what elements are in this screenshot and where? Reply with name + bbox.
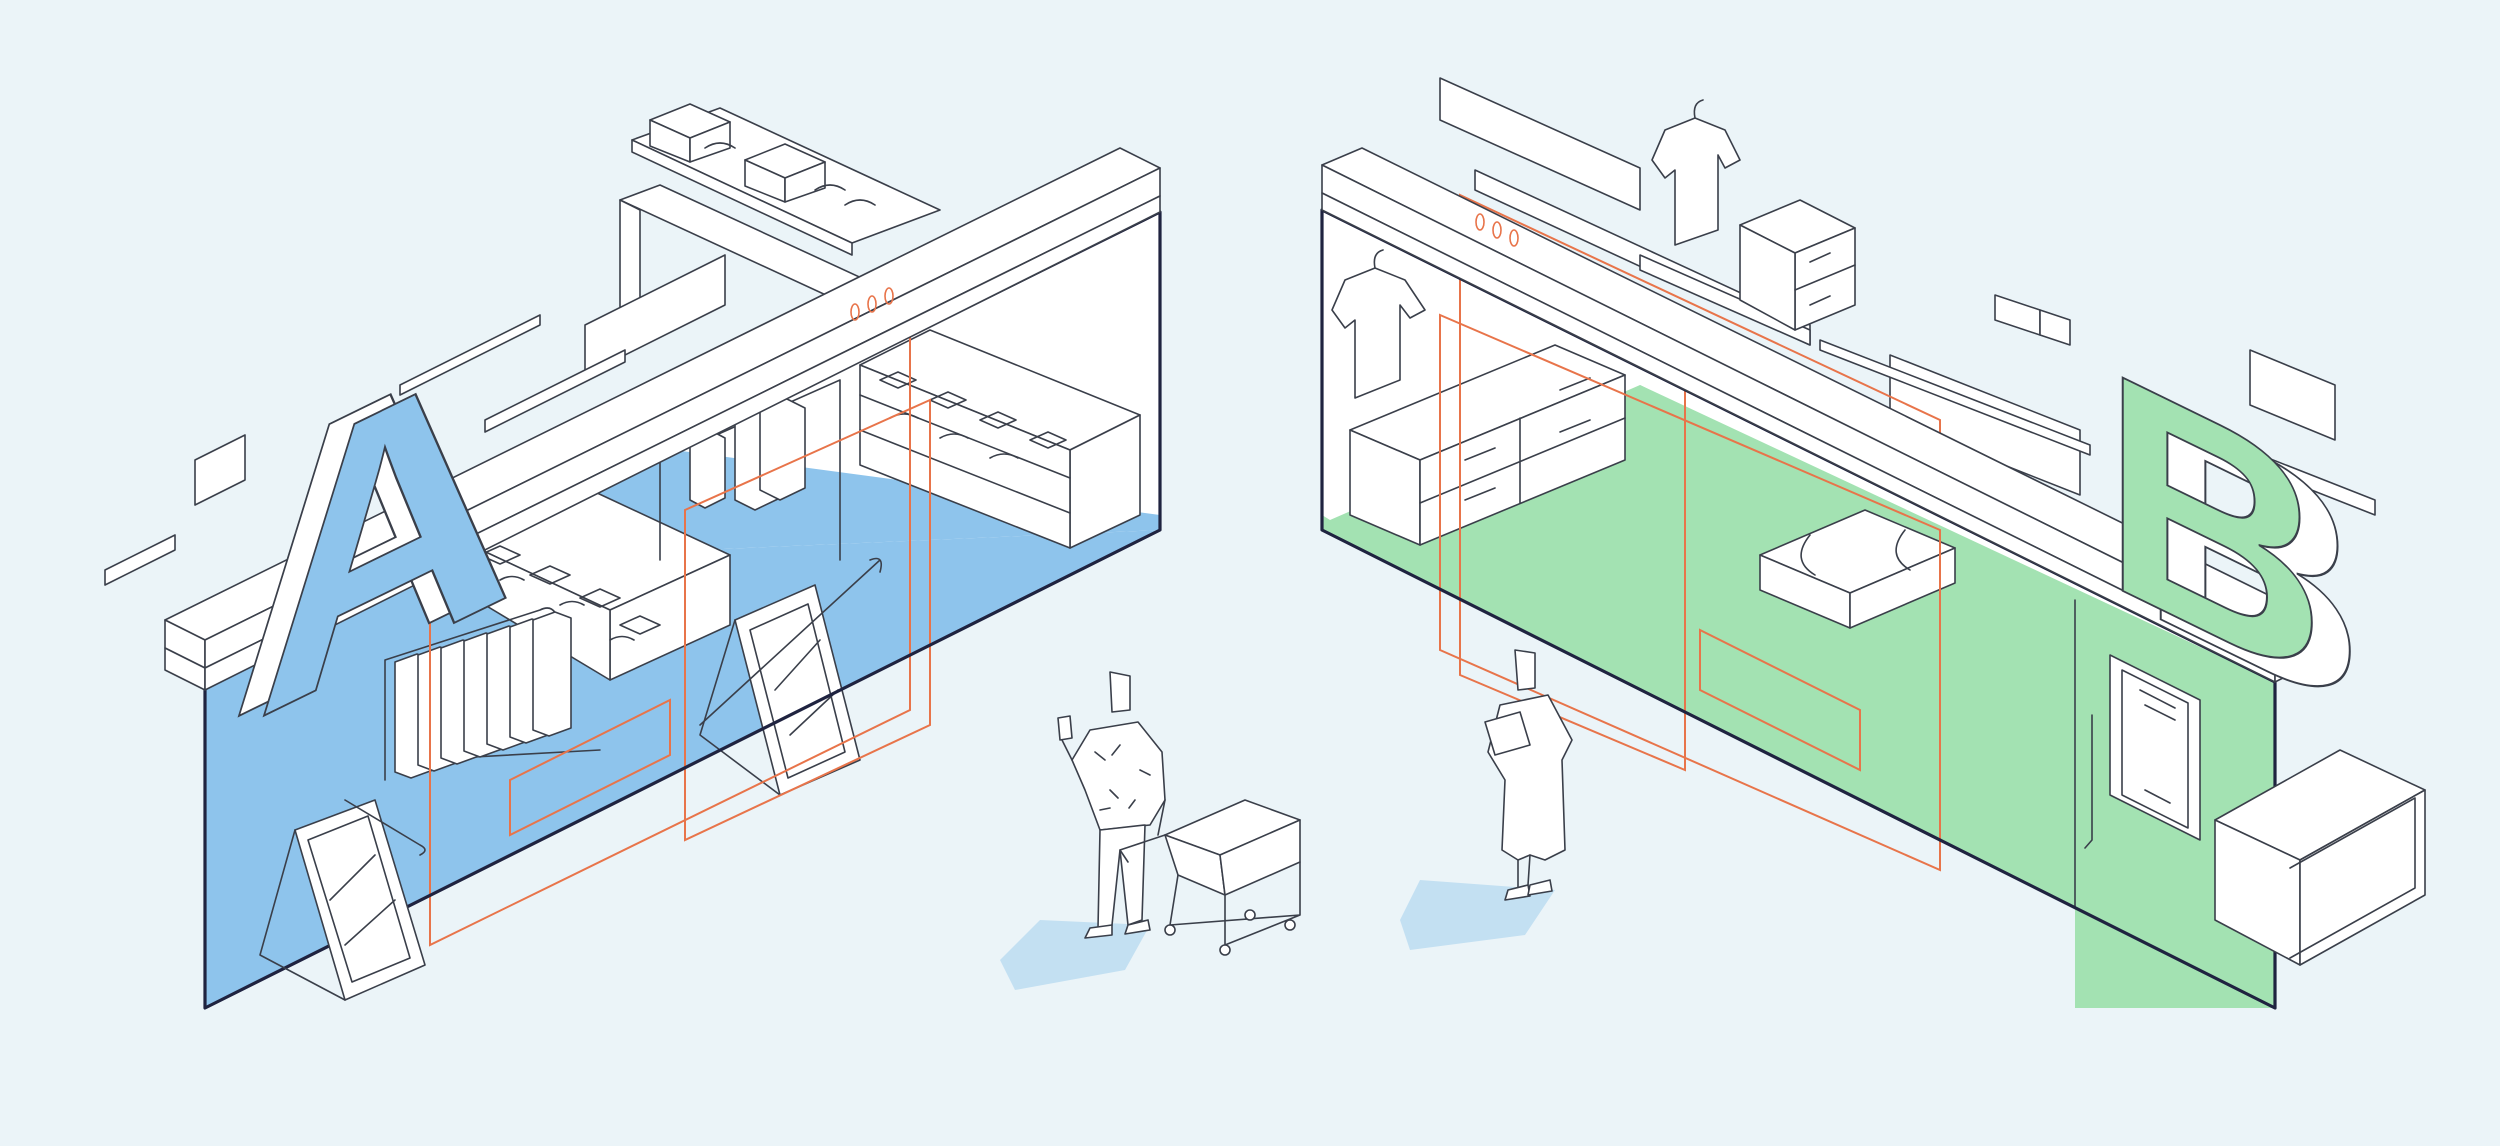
store-b-floor-main <box>1480 385 2275 1008</box>
street-scene <box>1000 649 1573 990</box>
clothing-rack-icon <box>384 607 601 781</box>
drawer-cabinet-icon <box>1739 199 1856 331</box>
svg-text:A: A <box>255 267 515 797</box>
shoe-box-stack <box>649 103 876 206</box>
mirror-icon <box>699 557 883 796</box>
store-a-roof <box>164 147 1161 691</box>
rear-clothing-rack <box>659 379 841 561</box>
clerk-figure-icon <box>1484 649 1573 901</box>
door-icon <box>2074 599 2201 909</box>
store-b-upper-fixtures <box>1439 77 2376 516</box>
shopper-shadow <box>1000 920 1150 990</box>
store-a-sign-dots <box>850 287 894 321</box>
store-b-cabinets <box>1349 344 1626 546</box>
store-a-sign-panel <box>584 254 726 376</box>
store-a: A A <box>104 103 1162 1010</box>
store-b-roof <box>1321 147 2316 683</box>
hanging-shirt-icon <box>1651 99 1741 246</box>
front-mirror-stand <box>259 799 426 1001</box>
shoe-shelf-icon <box>859 329 1141 549</box>
shopping-cart-icon <box>1119 799 1301 956</box>
store-b: B B <box>1320 77 2426 1010</box>
bench-icon <box>1759 509 1956 629</box>
store-b-sign-dots <box>1475 213 1519 247</box>
display-box-icon <box>2214 749 2426 966</box>
shopper-figure-icon <box>1057 671 1166 939</box>
store-b-wall-shirt <box>1331 249 1426 399</box>
